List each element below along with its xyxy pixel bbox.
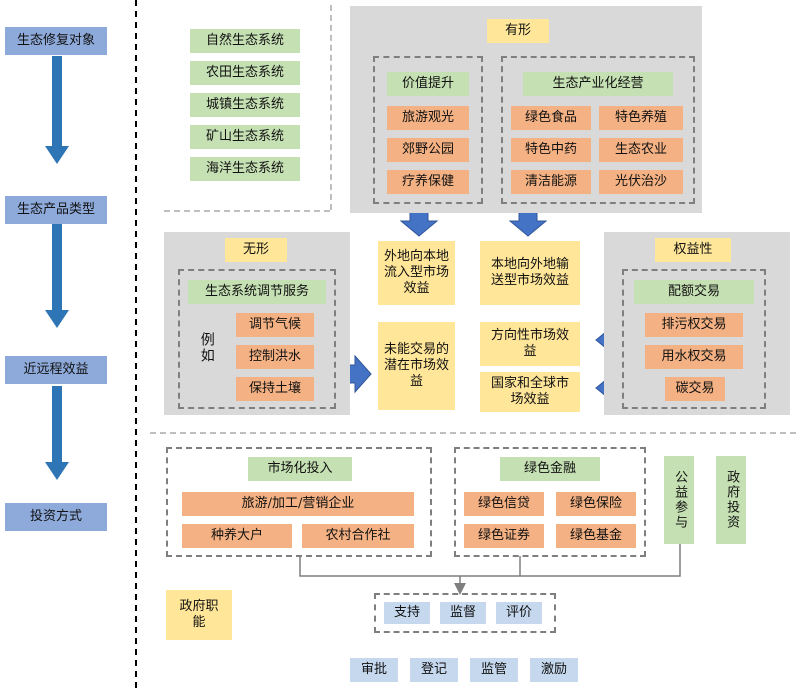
finance-item-insurance: 绿色保险 (556, 492, 636, 516)
tangible-title: 有形 (487, 19, 549, 43)
quota-trade-title: 配额交易 (634, 280, 754, 304)
service-item-climate: 调节气候 (236, 313, 314, 337)
support-item-support: 支持 (384, 602, 430, 624)
step-restoration-target: 生态修复对象 (5, 27, 107, 55)
government-function: 政府职能 (166, 590, 232, 640)
market-item-farmers: 种养大户 (182, 524, 292, 548)
value-group-frame (373, 56, 483, 204)
ecosystem-natural: 自然生态系统 (190, 29, 300, 53)
finance-item-fund: 绿色基金 (556, 524, 636, 548)
support-item-evaluate: 评价 (496, 602, 542, 624)
industry-group-frame (501, 56, 695, 204)
admin-item-regulate: 监管 (470, 658, 518, 682)
separator-top (164, 210, 330, 212)
arrow-down-right (508, 209, 548, 237)
ecosystem-ocean: 海洋生态系统 (190, 157, 300, 181)
step-benefit: 近远程效益 (5, 356, 107, 384)
step-investment: 投资方式 (5, 503, 107, 531)
value-item-health: 疗养保健 (387, 170, 469, 194)
market-item-coop: 农村合作社 (302, 524, 414, 548)
green-finance-title: 绿色金融 (500, 457, 600, 481)
industry-item-clean-energy: 清洁能源 (511, 170, 591, 194)
ecosystem-mine: 矿山生态系统 (190, 125, 300, 149)
benefit-national: 国家和全球市场效益 (480, 372, 580, 412)
green-finance-frame (454, 447, 646, 557)
benefit-potential: 未能交易的潜在市场效益 (378, 322, 455, 410)
government-investment: 政府投资 (716, 456, 746, 544)
industry-item-herbs: 特色中药 (511, 138, 591, 162)
support-frame (374, 593, 556, 633)
intangible-frame (178, 269, 336, 409)
value-item-tourism: 旅游观光 (387, 106, 469, 130)
market-input-frame (166, 447, 432, 557)
admin-item-register: 登记 (410, 658, 458, 682)
industry-item-pv-sand: 光伏治沙 (599, 170, 683, 194)
example-label: 例如 (198, 332, 215, 364)
market-input-title: 市场化投入 (248, 457, 352, 481)
public-participation: 公益参与 (664, 456, 694, 544)
industry-item-green-food: 绿色食品 (511, 106, 591, 130)
left-flow-arrows (45, 56, 69, 480)
ecosystem-urban: 城镇生态系统 (190, 93, 300, 117)
value-item-park: 郊野公园 (387, 138, 469, 162)
investment-connectors (299, 544, 681, 595)
service-item-flood: 控制洪水 (236, 345, 314, 369)
service-item-soil: 保持土壤 (236, 377, 314, 401)
support-item-supervise: 监督 (440, 602, 486, 624)
rights-title: 权益性 (655, 238, 731, 262)
finance-item-securities: 绿色证券 (464, 524, 544, 548)
admin-item-incentive: 激励 (530, 658, 578, 682)
separator-vertical (330, 5, 332, 210)
step-product-type: 生态产品类型 (5, 196, 107, 224)
regulation-service-title: 生态系统调节服务 (188, 280, 326, 304)
separator-middle (150, 432, 796, 434)
rights-frame (622, 269, 766, 409)
ecosystem-farmland: 农田生态系统 (190, 61, 300, 85)
finance-item-credit: 绿色信贷 (464, 492, 544, 516)
value-group-title: 价值提升 (387, 72, 469, 96)
intangible-title: 无形 (225, 238, 287, 262)
industry-group-title: 生态产业化经营 (523, 72, 673, 96)
industry-item-breeding: 特色养殖 (599, 106, 683, 130)
benefit-inflow: 外地向本地流入型市场效益 (378, 241, 455, 305)
admin-item-approve: 审批 (350, 658, 398, 682)
rights-item-pollution: 排污权交易 (645, 313, 743, 337)
industry-item-eco-agri: 生态农业 (599, 138, 683, 162)
rights-item-water: 用水权交易 (645, 345, 743, 369)
market-item-enterprise: 旅游/加工/营销企业 (182, 492, 414, 516)
rights-item-carbon: 碳交易 (665, 377, 725, 401)
benefit-directional: 方向性市场效益 (480, 322, 580, 366)
arrow-down-left (399, 209, 439, 237)
benefit-outflow: 本地向外地输送型市场效益 (480, 241, 580, 305)
